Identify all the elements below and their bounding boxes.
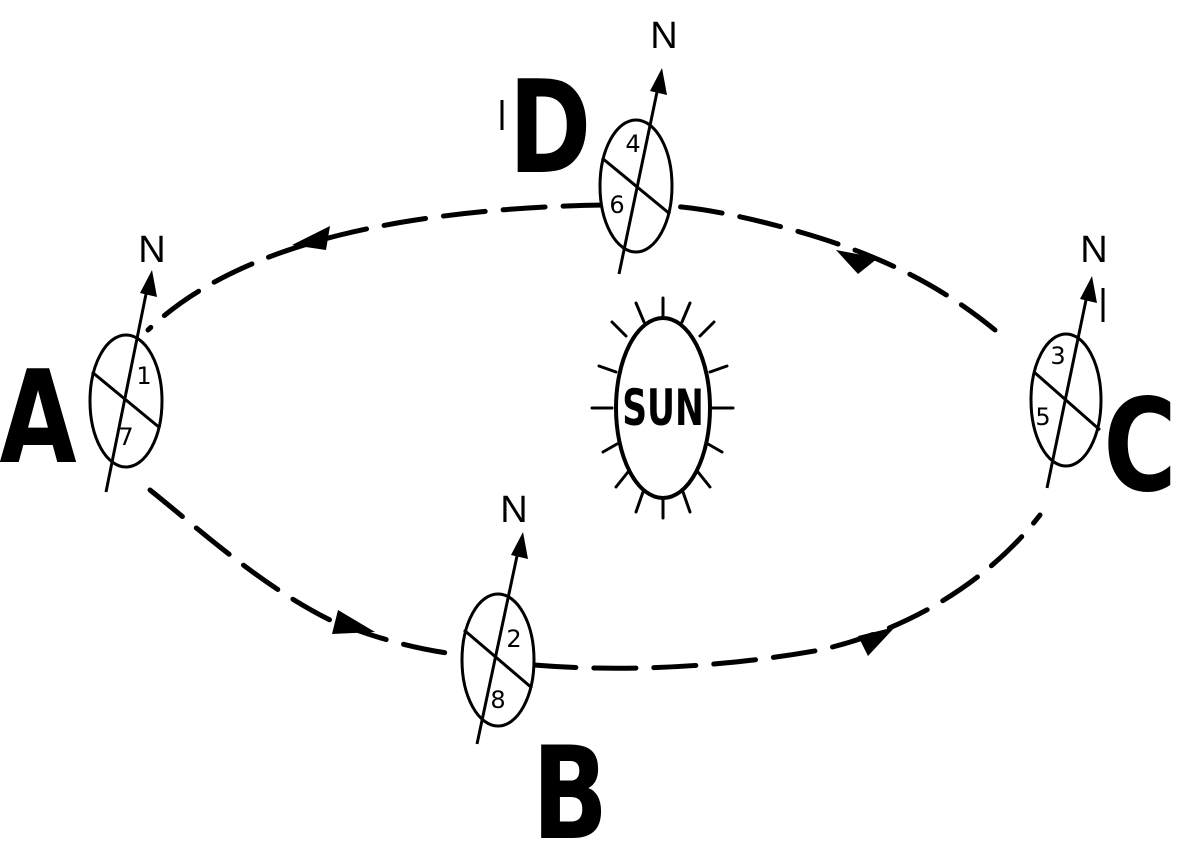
north-arrowhead <box>511 532 528 559</box>
position-label: B <box>532 720 608 854</box>
equator-line <box>1033 370 1101 432</box>
sun-label: SUN <box>622 380 704 438</box>
arrowhead-bottom-left <box>332 610 375 634</box>
north-label: N <box>138 229 165 271</box>
north-label: N <box>650 15 677 57</box>
season-number-lower: 6 <box>609 191 624 219</box>
season-number-lower: 8 <box>490 686 505 714</box>
position-label: C <box>1103 372 1176 521</box>
arrowhead-bottom-right <box>858 627 895 656</box>
axis-line <box>475 555 519 745</box>
sun-rays <box>590 296 735 520</box>
orbit-segment-a-to-b <box>147 487 465 658</box>
earth-position-c: N 3 5 C <box>1029 229 1177 521</box>
orbit-segment-b-to-c <box>531 512 1043 671</box>
sun-disk <box>614 316 712 500</box>
season-number-lower: 5 <box>1035 403 1050 431</box>
season-number-upper: 4 <box>625 130 640 158</box>
season-number-upper: 3 <box>1050 342 1065 370</box>
season-number-lower: 7 <box>118 423 133 451</box>
orbit-segment-d-to-a <box>145 202 608 333</box>
arrowhead-top-right <box>836 250 878 274</box>
earth-position-b: N 2 8 B <box>460 489 608 854</box>
position-label: D <box>509 54 592 203</box>
axis-line <box>1045 299 1088 489</box>
north-arrowhead <box>140 270 157 297</box>
north-arrowhead <box>650 68 667 95</box>
earth-position-a: N 1 7 A <box>0 229 166 493</box>
north-arrowhead <box>1080 276 1097 303</box>
sun: SUN <box>590 296 735 520</box>
position-label: A <box>0 344 77 493</box>
axis-line <box>617 91 659 275</box>
earth-position-d: N 4 6 D <box>500 15 678 275</box>
north-label: N <box>500 489 527 531</box>
orbit-segment-c-to-d <box>667 203 998 333</box>
axis-line <box>104 293 148 493</box>
season-number-upper: 1 <box>136 362 151 390</box>
season-number-upper: 2 <box>506 625 521 653</box>
equator-line <box>463 628 533 690</box>
orbit-path <box>145 202 1043 671</box>
north-label: N <box>1080 229 1107 271</box>
arrowhead-top-left <box>292 226 330 250</box>
orbit-arrows <box>292 226 895 656</box>
